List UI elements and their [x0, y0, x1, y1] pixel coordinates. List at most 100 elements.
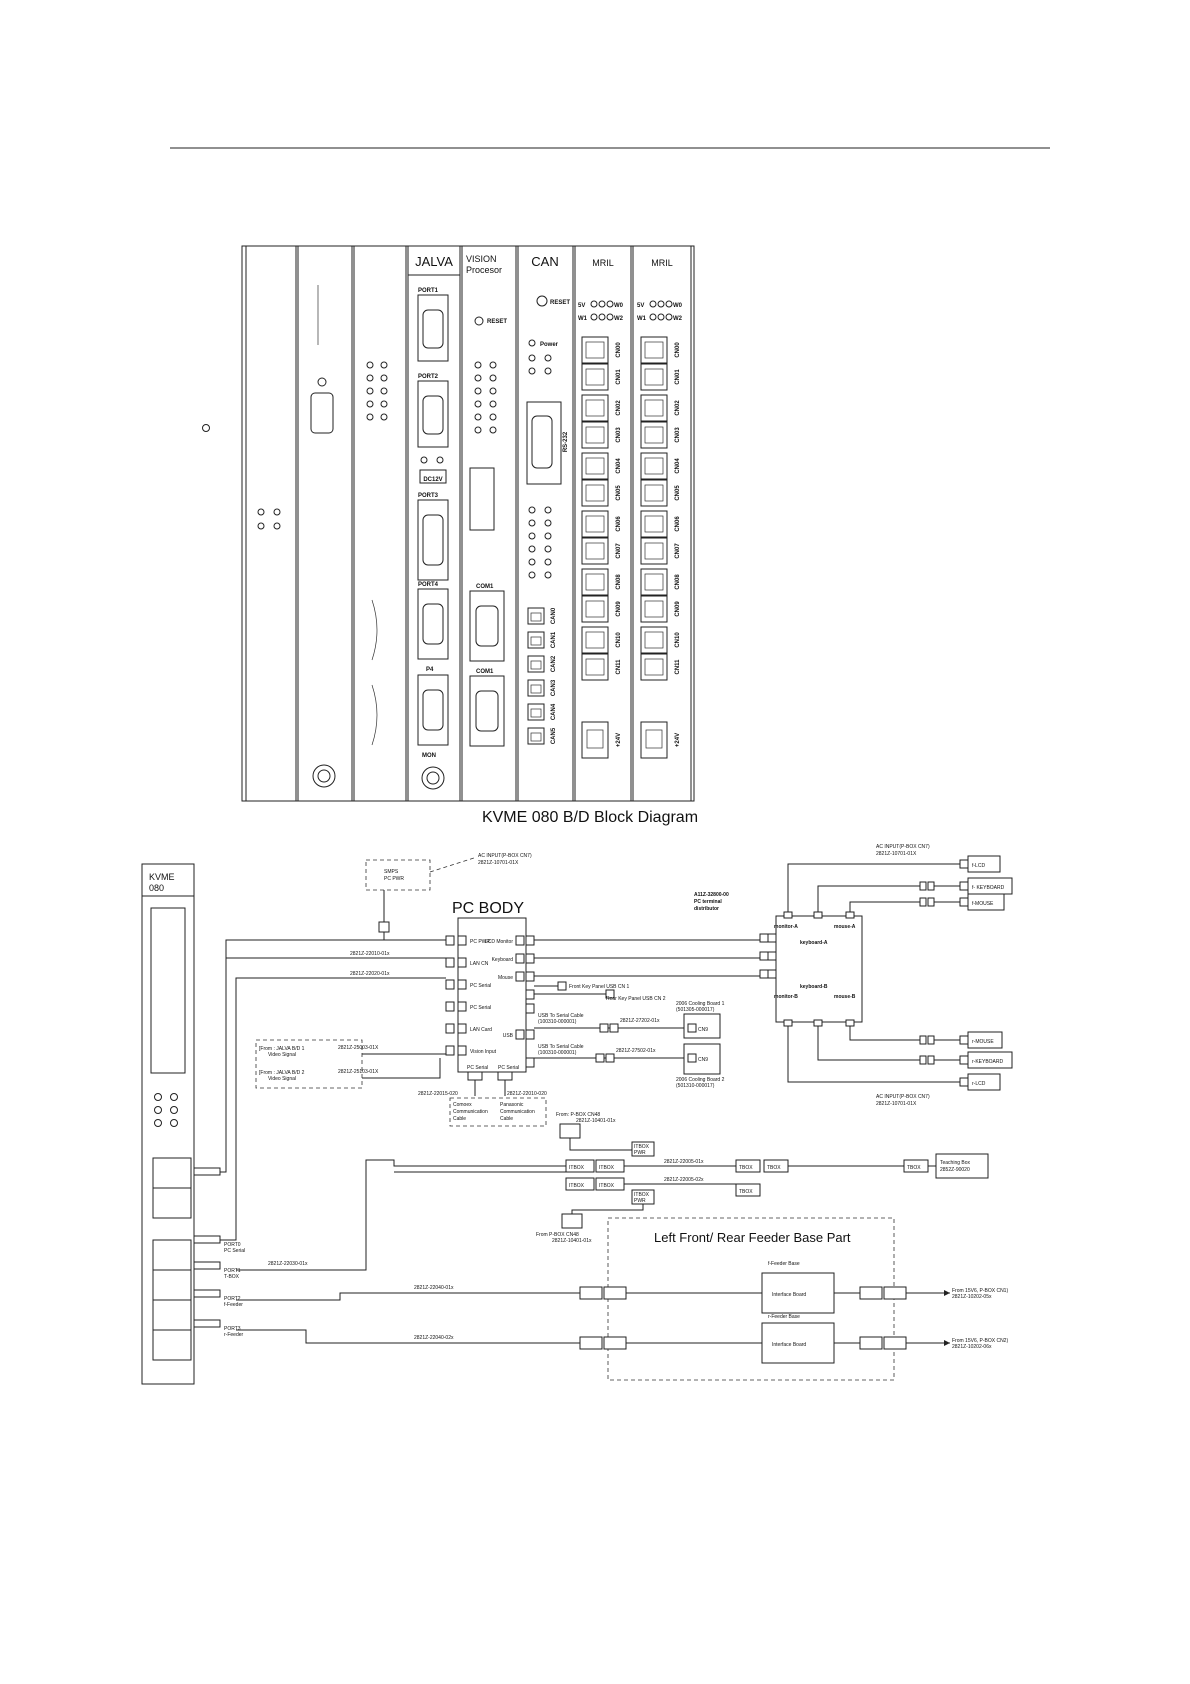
pc-terminal-distributor: [775, 915, 863, 1023]
tbox-4-label: TBOX: [739, 1189, 753, 1195]
jalva-port2-connector: [417, 380, 449, 448]
feeder-from-f: From 15V6, P-BOX CN1): [952, 1288, 1008, 1294]
mril-2-cn-3: [640, 421, 668, 449]
mril-2-cn-7: [640, 537, 668, 565]
screw-icon: [202, 424, 210, 432]
can-leds: [528, 506, 552, 579]
port0-sub: PC Serial: [224, 1248, 245, 1254]
mril-2-cn-0: [640, 336, 668, 364]
pc-left-port-label-0: PC PWR: [470, 939, 490, 945]
cooling-2-sub: (501310-000017): [676, 1083, 715, 1089]
cooling-1-label: 2006 Cooling Board 1: [676, 1001, 725, 1007]
cooling-1-cn9: CN9: [698, 1027, 708, 1033]
slot-1-leds: [257, 508, 281, 530]
pc-bottom-port-b: PC Serial: [498, 1065, 519, 1071]
port1-sub: T-BOX: [224, 1274, 240, 1280]
kvme-label-2: 080: [149, 883, 164, 893]
r-feeder-base-label: r-Feeder Base: [768, 1314, 800, 1320]
can-rs232-label: RS-232: [563, 431, 569, 452]
can-port-2: [527, 655, 545, 673]
r-mouse-box: [967, 1031, 1003, 1049]
jalva-port3-label: PORT3: [418, 493, 439, 499]
distributor-part: A11Z-32800-00: [694, 892, 729, 898]
jalva-video-2: [From : JALVA B/D 2: [259, 1070, 305, 1076]
mouse-a-label: mouse-A: [834, 924, 856, 930]
ac-input-r-label: AC INPUT(P-BOX CN7): [876, 1094, 930, 1100]
jalva-port2-label: PORT2: [418, 374, 439, 380]
mril-1-led-label-2: W1: [578, 316, 588, 322]
ac-input-top-label: AC INPUT(P-BOX CN7): [478, 853, 532, 859]
pc-usb-plug-1: [525, 1003, 535, 1014]
panasonic-sub: Communication: [500, 1109, 535, 1115]
can-reset-label: RESET: [550, 300, 570, 306]
rack-outline: [241, 245, 695, 802]
can-port-label-3: CAN3: [551, 679, 557, 696]
mril-2-led-label-3: W2: [673, 316, 683, 322]
vision-leds: [474, 361, 497, 434]
cable-22005-01-label: 2821Z-22005-01x: [664, 1159, 704, 1165]
pc-right-port-label-3: USB: [503, 1033, 514, 1039]
slot-2-connector: [310, 392, 334, 434]
f-lcd-label: f-LCD: [972, 863, 985, 869]
smps-label: SMPS: [384, 869, 399, 875]
tbox-from-top: From: P-BOX CN48: [556, 1112, 600, 1118]
wiring-diagram: KVME 080 PORT0 PC Serial PORT1 T-BOX POR…: [141, 844, 1013, 1385]
vision-title-2: Procesor: [466, 265, 502, 275]
pc-usb-plug-0: [525, 989, 535, 1000]
mril-2-power-label: +24V: [675, 733, 681, 747]
r-keyboard-label: r-KEYBOARD: [972, 1059, 1004, 1065]
f-keyboard-label: f- KEYBOARD: [972, 885, 1005, 891]
kvme-port3: [152, 1329, 192, 1361]
mril-1-cn-label-1: CN01: [616, 369, 622, 385]
mril-2-cn-9: [640, 595, 668, 623]
cable-25003-label: 2821Z-25003-01X: [338, 1045, 379, 1051]
kvme-upper-port-a: [152, 1157, 192, 1189]
can-port-4: [527, 703, 545, 721]
pc-right-plug-0: [515, 935, 525, 946]
ac-input-f-cable: 2821Z-10701-01X: [876, 851, 917, 857]
itbox-2-label: ITBOX: [599, 1165, 615, 1171]
rack-slot-vision: [461, 245, 517, 802]
pc-left-plug-5: [445, 1045, 455, 1056]
r-keyboard-box: [967, 1051, 1013, 1069]
cable-27202-label: 2821Z-27202-01x: [620, 1018, 660, 1024]
r-lcd-label: r-LCD: [972, 1081, 986, 1087]
mril-2-power-connector: [640, 721, 668, 759]
comm-cable-box: [449, 1097, 547, 1127]
vision-reset-button: [474, 316, 484, 326]
pc-left-plug-0: [445, 935, 455, 946]
r-feeder-cable: [236, 1329, 580, 1344]
mril-1-cn-label-7: CN07: [616, 543, 622, 559]
can-port-label-0: CAN0: [551, 607, 557, 624]
itbox-pwr-top-2: PWR: [634, 1150, 646, 1156]
jalva-port1-label: PORT1: [418, 288, 439, 294]
rear-key-usb: Rear Key Panel USB CN 2: [606, 996, 666, 1002]
pc-right-plug-3: [515, 1029, 525, 1040]
kvme-label-1: KVME: [149, 872, 175, 882]
usb-serial-b-sub: (100310-000001): [538, 1050, 577, 1056]
pc-left-port-label-1: LAN CN: [470, 961, 489, 967]
pc-right-plug-1: [515, 953, 525, 964]
rack-slot-2: [297, 245, 353, 802]
tbox-1: [735, 1159, 761, 1173]
mril-2-cn-label-11: CN11: [675, 659, 681, 675]
itbox-pwr-top-1: ITBOX: [634, 1144, 650, 1150]
cable-22010-label: 2821Z-22010-01x: [350, 951, 390, 957]
itbox-1: [565, 1159, 595, 1173]
ac-input-top-cable: 2821Z-10701-01X: [478, 860, 519, 866]
cable-22010-020-label: 2821Z-22010-020: [507, 1091, 547, 1097]
mril-2-cn-label-6: CN06: [675, 516, 681, 532]
mril-1-title: MRIL: [592, 258, 614, 268]
rack-slot-3: [353, 245, 407, 802]
mril-2-led-3: [665, 313, 673, 321]
pc-bottom-port-a: PC Serial: [467, 1065, 488, 1071]
jalva-dc-box: [419, 469, 447, 484]
vision-header: [469, 467, 495, 531]
mril-1-cn-9: [581, 595, 609, 623]
distributor-label: PC terminal: [694, 899, 722, 905]
vision-reset-label: RESET: [487, 319, 507, 325]
mril-1-cn-label-3: CN03: [616, 427, 622, 443]
mril-1-cn-3: [581, 421, 609, 449]
